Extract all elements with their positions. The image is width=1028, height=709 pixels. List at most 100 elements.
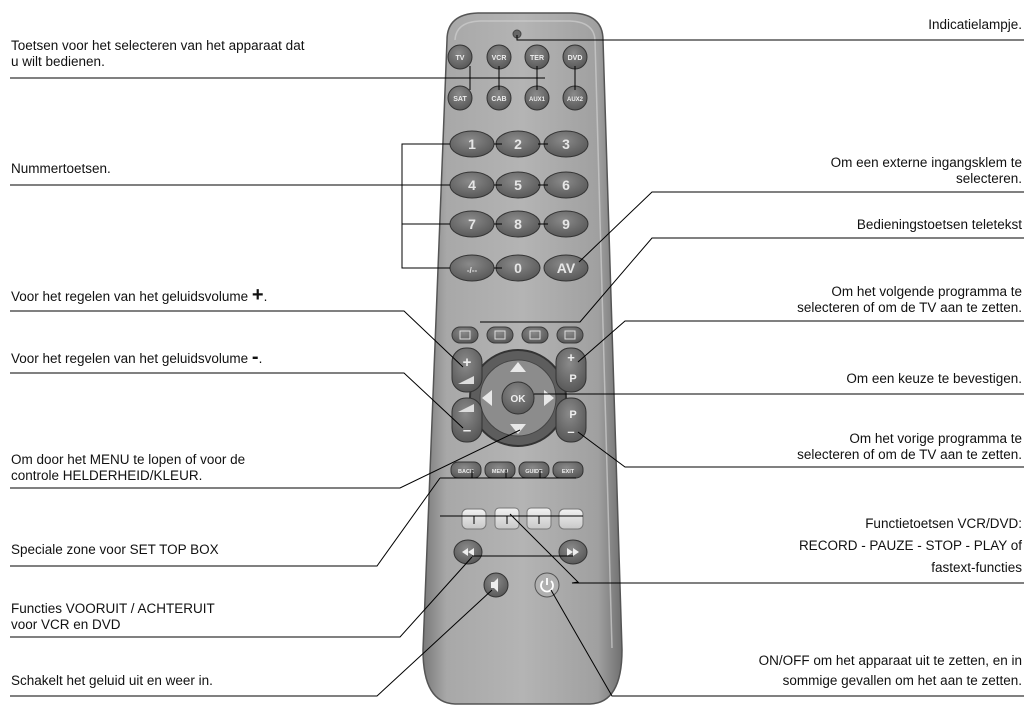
label-av-line-1: Om een externe ingangsklem te bbox=[830, 155, 1022, 170]
label-power-line-2: sommige gevallen om het aan te zetten. bbox=[782, 673, 1022, 688]
label-program-down-line-1: Om het vorige programma te bbox=[849, 431, 1022, 446]
volume-up-sign: + bbox=[463, 354, 472, 371]
rewind-forward-buttons bbox=[453, 539, 588, 565]
digit-button-label: 9 bbox=[562, 216, 570, 232]
label-teletext: Bedieningstoetsen teletekst bbox=[856, 217, 1022, 232]
label-volume-down: Voor het regelen van het geluidsvolume -… bbox=[11, 347, 263, 367]
leader-func bbox=[509, 513, 1024, 584]
play-button[interactable] bbox=[558, 508, 584, 530]
label-set-top-box: Speciale zone voor SET TOP BOX bbox=[11, 542, 219, 557]
source-button-label: SAT bbox=[453, 96, 467, 103]
menu-row-button-label: BACK bbox=[458, 469, 474, 475]
forward-icon bbox=[567, 548, 579, 556]
source-button-label: AUX2 bbox=[567, 97, 584, 103]
teletext-button-4[interactable] bbox=[556, 326, 584, 344]
digit-button-av[interactable] bbox=[543, 254, 589, 282]
label-select-line-1: Toetsen voor het selecteren van het appa… bbox=[11, 38, 305, 53]
mute-power-buttons bbox=[483, 572, 560, 598]
label-program-up: Om het volgende programma te selecteren … bbox=[797, 284, 1022, 316]
nav-left-arrow-icon[interactable] bbox=[482, 390, 492, 406]
leader-teletext bbox=[480, 237, 1024, 323]
source-button-tv[interactable] bbox=[447, 44, 473, 70]
volume-up-button[interactable] bbox=[451, 347, 483, 393]
label-av-line-2: selecteren. bbox=[955, 171, 1022, 186]
teletext-button-1[interactable] bbox=[451, 326, 479, 344]
volume-down-sign: – bbox=[463, 422, 471, 439]
label-menu: Om door het MENU te lopen of voor de con… bbox=[11, 452, 245, 484]
menu-row-button-label: GUIDE bbox=[525, 469, 543, 475]
digit-button-label: 5 bbox=[514, 177, 522, 193]
leader-pminus bbox=[577, 431, 1024, 468]
label-menu-line-2: controle HELDERHEID/KLEUR. bbox=[11, 468, 203, 483]
source-button-label: TV bbox=[456, 55, 465, 62]
leader-lines bbox=[10, 35, 1024, 697]
program-buttons: + P P – bbox=[555, 347, 587, 443]
label-volume-down-sign: - bbox=[251, 346, 259, 368]
label-volume-up-period: . bbox=[263, 289, 268, 304]
label-function-keys: Functietoetsen VCR/DVD: RECORD - PAUZE -… bbox=[799, 513, 1022, 579]
leader-av bbox=[578, 191, 1024, 263]
leader-indicatie bbox=[516, 35, 1024, 41]
leader-mute bbox=[10, 589, 493, 697]
label-ffrw: Functies VOORUIT / ACHTERUIT voor VCR en… bbox=[11, 601, 215, 633]
mute-icon bbox=[491, 578, 498, 592]
label-ok: Om een keuze te bevestigen. bbox=[846, 371, 1022, 386]
menu-row-button-label: EXIT bbox=[562, 469, 575, 475]
label-program-down: Om het vorige programma te selecteren of… bbox=[797, 431, 1022, 463]
digit-button-label: 2 bbox=[514, 136, 522, 152]
label-volume-down-period: . bbox=[258, 351, 263, 366]
program-down-minus: – bbox=[567, 424, 574, 439]
power-icon bbox=[540, 580, 554, 593]
digit-button-label: 8 bbox=[514, 216, 522, 232]
menu-row-button-label: MENU bbox=[492, 469, 508, 475]
teletext-button-3[interactable] bbox=[521, 326, 549, 344]
program-up-p: P bbox=[569, 373, 576, 385]
program-up-plus: + bbox=[567, 350, 575, 365]
label-program-down-line-2: selecteren of om de TV aan te zetten. bbox=[797, 447, 1022, 462]
label-select-devices: Toetsen voor het selecteren van het appa… bbox=[11, 38, 304, 70]
label-power-line-1: ON/OFF om het apparaat uit te zetten, en… bbox=[758, 653, 1022, 668]
teletext-button-2[interactable] bbox=[486, 326, 514, 344]
label-program-up-line-2: selecteren of om de TV aan te zetten. bbox=[797, 300, 1022, 315]
leader-pplus bbox=[577, 320, 1024, 363]
label-volume-up-sign: + bbox=[251, 284, 264, 306]
leader-stb bbox=[10, 477, 441, 567]
label-program-up-line-1: Om het volgende programma te bbox=[831, 284, 1022, 299]
volume-down-button[interactable] bbox=[451, 397, 483, 443]
leader-vol-down bbox=[10, 372, 464, 429]
teletext-button-group bbox=[451, 326, 584, 344]
digit-button-label: 4 bbox=[468, 177, 476, 193]
leader-ffrw bbox=[10, 556, 473, 638]
ok-button[interactable] bbox=[501, 381, 535, 415]
source-button-label: TER bbox=[530, 55, 544, 62]
volume-buttons: + – bbox=[451, 347, 483, 443]
program-down-button[interactable] bbox=[555, 397, 587, 443]
source-button-label: VCR bbox=[492, 55, 507, 62]
source-button-label: CAB bbox=[491, 96, 506, 103]
label-av: Om een externe ingangsklem te selecteren… bbox=[831, 155, 1022, 187]
label-mute: Schakelt het geluid uit en weer in. bbox=[11, 673, 213, 688]
ok-button-label: OK bbox=[511, 394, 527, 405]
leader-menu bbox=[10, 429, 521, 489]
label-nummer: Nummertoetsen. bbox=[11, 161, 111, 176]
leader-vol-up bbox=[10, 310, 464, 368]
digit-button-label: 6 bbox=[562, 177, 570, 193]
label-ffrw-line-2: voor VCR en DVD bbox=[11, 617, 121, 632]
source-button-label: DVD bbox=[568, 55, 583, 62]
program-up-button[interactable] bbox=[555, 347, 587, 393]
source-button-sat[interactable] bbox=[447, 85, 473, 111]
label-volume-down-text: Voor het regelen van het geluidsvolume bbox=[11, 351, 252, 366]
rewind-icon bbox=[462, 548, 474, 556]
leader-power bbox=[550, 589, 1024, 697]
digit-button-label: 3 bbox=[562, 136, 570, 152]
digit-button-label: 1 bbox=[468, 136, 476, 152]
nav-down-arrow-icon[interactable] bbox=[510, 424, 526, 434]
label-func-line-3: fastext-functies bbox=[931, 560, 1022, 575]
nav-up-arrow-icon[interactable] bbox=[510, 362, 526, 372]
source-button-label: AUX1 bbox=[529, 97, 546, 103]
label-volume-up-text: Voor het regelen van het geluidsvolume bbox=[11, 289, 252, 304]
navigation-pad: OK bbox=[469, 349, 567, 447]
label-power: ON/OFF om het apparaat uit te zetten, en… bbox=[759, 651, 1022, 691]
label-func-line-1: Functietoetsen VCR/DVD: bbox=[865, 516, 1022, 531]
